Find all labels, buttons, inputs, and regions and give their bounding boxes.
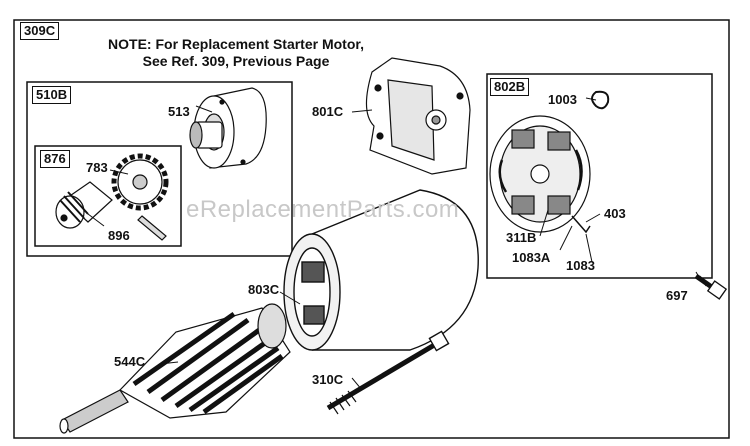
- label-403: 403: [604, 206, 626, 221]
- label-896: 896: [108, 228, 130, 243]
- drive-housing-513: [189, 87, 267, 169]
- label-1083: 1083: [566, 258, 595, 273]
- tag-802b: 802B: [490, 78, 530, 96]
- label-544c: 544C: [114, 354, 146, 369]
- label-1083a: 1083A: [512, 250, 551, 265]
- label-513: 513: [168, 104, 190, 119]
- tag-510b: 510B: [32, 86, 72, 104]
- tag-876: 876: [40, 150, 70, 168]
- note-text: NOTE: For Replacement Starter Motor, See…: [86, 36, 386, 70]
- leader-lines: [87, 97, 601, 391]
- label-783: 783: [86, 160, 108, 175]
- clutch-876: [55, 181, 113, 229]
- label-311b: 311B: [506, 230, 537, 245]
- frame-housing-803c: [283, 189, 479, 351]
- note-line-1: NOTE: For Replacement Starter Motor,: [108, 36, 364, 52]
- frame-876: [34, 145, 182, 247]
- tag-309c: 309C: [20, 22, 60, 40]
- watermark: eReplacementParts.com: [186, 196, 460, 223]
- spring-clip-1003: [591, 90, 610, 110]
- through-bolt-310c: [326, 330, 450, 415]
- label-697: 697: [666, 288, 688, 303]
- frame-309c: [13, 19, 730, 439]
- note-line-2: See Ref. 309, Previous Page: [142, 53, 330, 69]
- frame-510b: [26, 81, 293, 257]
- label-801c: 801C: [312, 104, 344, 119]
- label-803c: 803C: [248, 282, 280, 297]
- frame-802b: [486, 73, 713, 279]
- pinion-gear-783: [111, 153, 169, 211]
- label-1003: 1003: [548, 92, 577, 107]
- label-310c: 310C: [312, 372, 344, 387]
- screw-697: [694, 271, 728, 300]
- end-cap-802b: [489, 115, 591, 234]
- armature-544c: [59, 303, 291, 434]
- bracket-801c: [365, 57, 471, 175]
- pin-896: [137, 215, 167, 241]
